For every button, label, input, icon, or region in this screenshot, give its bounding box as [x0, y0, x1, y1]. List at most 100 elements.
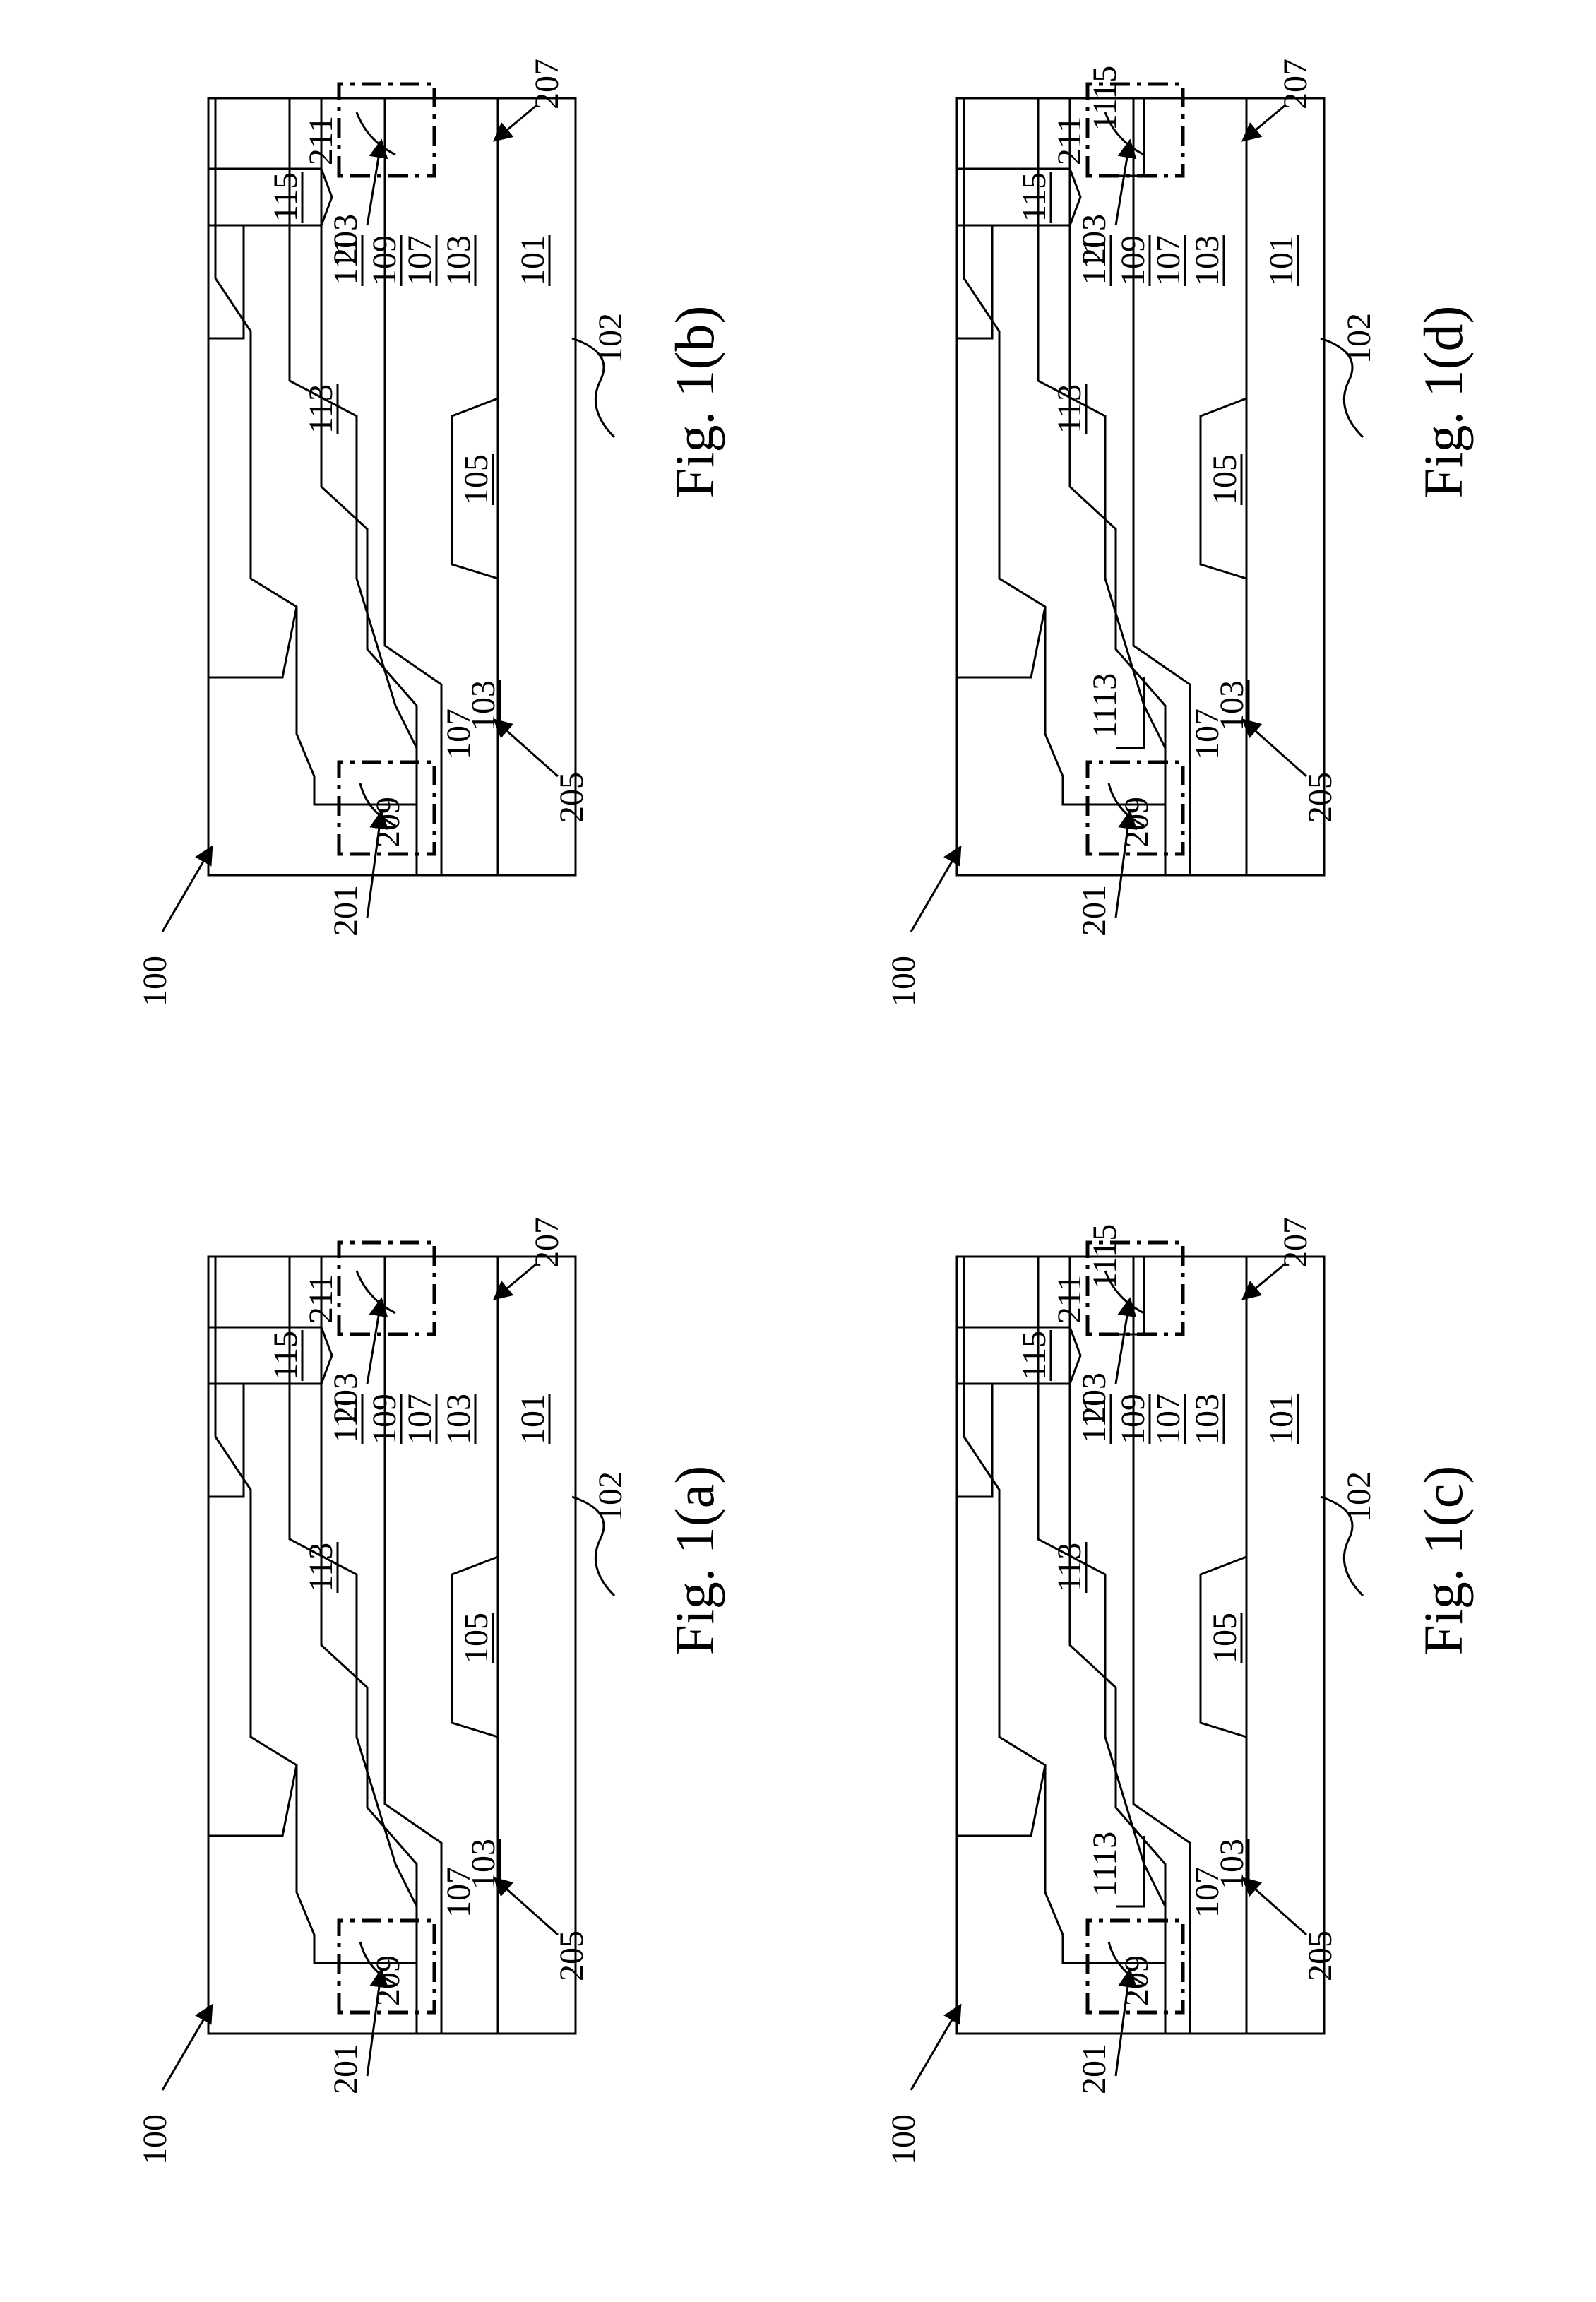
label-l102: 102 — [592, 1471, 629, 1522]
label-l109: 109 — [366, 235, 403, 286]
label-l105: 105 — [458, 454, 495, 505]
figure-caption: Fig. 1(b) — [664, 306, 725, 499]
layer-103-top — [385, 1257, 441, 2034]
layer-113-step — [208, 225, 244, 338]
label-l105: 105 — [1206, 454, 1244, 505]
device-outline — [957, 98, 1324, 875]
arrow-100 — [162, 847, 212, 932]
figure-caption: Fig. 1(d) — [1412, 306, 1474, 499]
label-device: 100 — [885, 956, 922, 1007]
layer-113-step — [957, 1384, 992, 1497]
arrow-205 — [1243, 720, 1306, 776]
layer-111-top — [964, 98, 1165, 805]
label-l1113: 1113 — [1086, 673, 1124, 738]
label-l102: 102 — [1340, 1471, 1378, 1522]
label-l107b: 107 — [1150, 235, 1187, 286]
label-l107a: 107 — [440, 708, 477, 759]
label-l1115: 1115 — [1086, 66, 1124, 131]
arrow-203 — [1116, 1299, 1130, 1384]
label-l201: 201 — [1076, 885, 1113, 936]
label-l102: 102 — [592, 313, 629, 364]
label-l205: 205 — [553, 1930, 590, 1981]
figure-caption: Fig. 1(a) — [664, 1466, 725, 1656]
label-l111: 111 — [1076, 1395, 1113, 1443]
layer-113-gate-step — [208, 1765, 297, 1836]
label-l103b: 103 — [1189, 1394, 1226, 1444]
label-l205: 205 — [553, 772, 590, 823]
arrow-203 — [367, 141, 381, 225]
label-device: 100 — [136, 956, 174, 1007]
label-l107b: 107 — [401, 235, 439, 286]
label-l109: 109 — [1114, 1394, 1152, 1444]
label-l109: 109 — [366, 1394, 403, 1444]
layer-103-top — [1133, 98, 1190, 875]
device-outline — [208, 1257, 576, 2034]
layer-113-step — [208, 1384, 244, 1497]
label-l115: 115 — [1016, 1331, 1053, 1380]
label-l1115: 1115 — [1086, 1224, 1124, 1289]
label-l103b: 103 — [440, 235, 477, 286]
label-l209: 209 — [369, 797, 407, 848]
label-l209: 209 — [1118, 1955, 1155, 2006]
device-outline — [208, 98, 576, 875]
label-device: 100 — [885, 2114, 922, 2165]
label-l103b: 103 — [1189, 235, 1226, 286]
label-l211: 211 — [1051, 116, 1088, 165]
label-l101: 101 — [514, 235, 552, 286]
label-l113: 113 — [1051, 1543, 1088, 1592]
layer-113-gate-step — [957, 607, 1045, 677]
label-l113: 113 — [302, 1543, 340, 1592]
label-l115: 115 — [267, 1331, 304, 1380]
label-l111: 111 — [1076, 237, 1113, 285]
label-l107b: 107 — [1150, 1394, 1187, 1444]
layer-113-gate-step — [208, 607, 297, 677]
label-l1113: 1113 — [1086, 1832, 1124, 1897]
label-l209: 209 — [369, 1955, 407, 2006]
figure-1: 1002012032052072092111021011031031051071… — [136, 1217, 725, 2165]
layer-103-top — [1133, 1257, 1190, 2034]
label-l111: 111 — [327, 237, 364, 285]
arrow-207 — [494, 105, 537, 141]
label-l103b: 103 — [440, 1394, 477, 1444]
label-device: 100 — [136, 2114, 174, 2165]
layer-113-gate-step — [957, 1765, 1045, 1836]
label-l207: 207 — [528, 1217, 566, 1268]
label-l207: 207 — [1277, 59, 1314, 109]
arrow-203 — [1116, 141, 1130, 225]
arrow-100 — [162, 2005, 212, 2090]
arrow-100 — [911, 2005, 960, 2090]
contact-203-curve — [357, 112, 395, 155]
label-l211: 211 — [302, 1274, 340, 1324]
figure-4: 1002012032052072092111021011031031051071… — [885, 59, 1474, 1007]
label-l102: 102 — [1340, 313, 1378, 364]
arrow-207 — [494, 1264, 537, 1299]
label-l111: 111 — [327, 1395, 364, 1443]
arrow-205 — [494, 1878, 558, 1935]
layer-111-top — [964, 1257, 1165, 1963]
label-l205: 205 — [1302, 772, 1339, 823]
label-l113: 113 — [302, 384, 340, 434]
label-l207: 207 — [1277, 1217, 1314, 1268]
label-l105: 105 — [1206, 1613, 1244, 1663]
label-l201: 201 — [327, 885, 364, 936]
label-l101: 101 — [514, 1394, 552, 1444]
contact-203-curve — [357, 1271, 395, 1313]
arrow-207 — [1243, 105, 1285, 141]
label-l211: 211 — [302, 116, 340, 165]
label-l107a: 107 — [1189, 708, 1226, 759]
arrow-207 — [1243, 1264, 1285, 1299]
layer-111-top — [215, 98, 417, 805]
label-l201: 201 — [327, 2043, 364, 2094]
figure-2: 1002012032052072092111021011031031051071… — [136, 59, 725, 1007]
arrow-205 — [494, 720, 558, 776]
label-l107a: 107 — [1189, 1867, 1226, 1918]
layer-103-top — [385, 98, 441, 875]
label-l209: 209 — [1118, 797, 1155, 848]
layer-111-top — [215, 1257, 417, 1963]
layer-113-step — [957, 225, 992, 338]
label-l115: 115 — [1016, 172, 1053, 222]
label-l205: 205 — [1302, 1930, 1339, 1981]
